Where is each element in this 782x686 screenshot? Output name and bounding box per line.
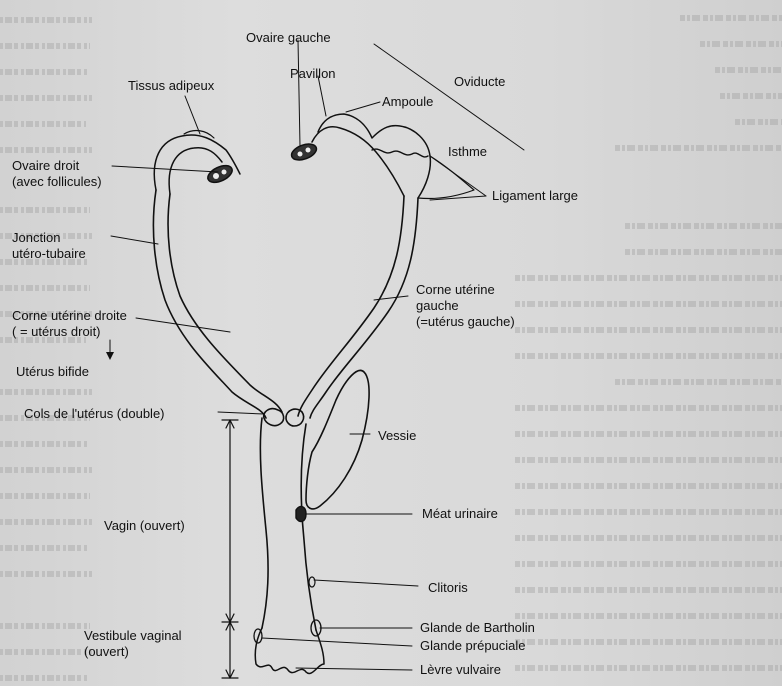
label-corne-droite: Corne utérine droite ( = utérus droit) <box>12 308 127 340</box>
label-ligament-large: Ligament large <box>492 188 578 204</box>
right-oviduct <box>154 135 240 194</box>
bladder <box>306 370 369 508</box>
label-cols: Cols de l'utérus (double) <box>24 406 165 422</box>
label-bartholin: Glande de Bartholin <box>420 620 535 636</box>
vagina <box>260 418 316 630</box>
label-levre: Lèvre vulvaire <box>420 662 501 678</box>
left-oviduct <box>312 114 430 198</box>
label-vessie: Vessie <box>378 428 416 444</box>
label-jonction: Jonction utéro-tubaire <box>12 230 86 262</box>
clitoris-mark <box>309 577 315 587</box>
right-uterine-horn <box>153 190 282 418</box>
uterus-bifide-arrow-icon <box>106 352 114 360</box>
label-preputiale: Glande prépuciale <box>420 638 526 654</box>
label-clitoris: Clitoris <box>428 580 468 596</box>
broad-ligament <box>418 156 474 199</box>
right-ovary <box>205 162 234 186</box>
label-tissus-adipeux: Tissus adipeux <box>128 78 214 94</box>
cervices <box>264 409 304 426</box>
label-ampoule: Ampoule <box>382 94 433 110</box>
label-oviducte: Oviducte <box>454 74 505 90</box>
label-uterus-bifide: Utérus bifide <box>16 364 89 380</box>
label-corne-gauche: Corne utérine gauche (=utérus gauche) <box>416 282 515 330</box>
label-vestibule: Vestibule vaginal (ouvert) <box>84 628 182 660</box>
left-uterine-horn <box>298 196 418 418</box>
left-ovary <box>289 141 318 163</box>
isthme-coil <box>372 149 428 157</box>
label-isthme: Isthme <box>448 144 487 160</box>
label-meat: Méat urinaire <box>422 506 498 522</box>
label-vagin: Vagin (ouvert) <box>104 518 185 534</box>
label-pavillon: Pavillon <box>290 66 336 82</box>
urinary-meatus <box>296 507 306 522</box>
label-ovaire-droit: Ovaire droit (avec follicules) <box>12 158 102 190</box>
label-ovaire-gauche: Ovaire gauche <box>246 30 331 46</box>
